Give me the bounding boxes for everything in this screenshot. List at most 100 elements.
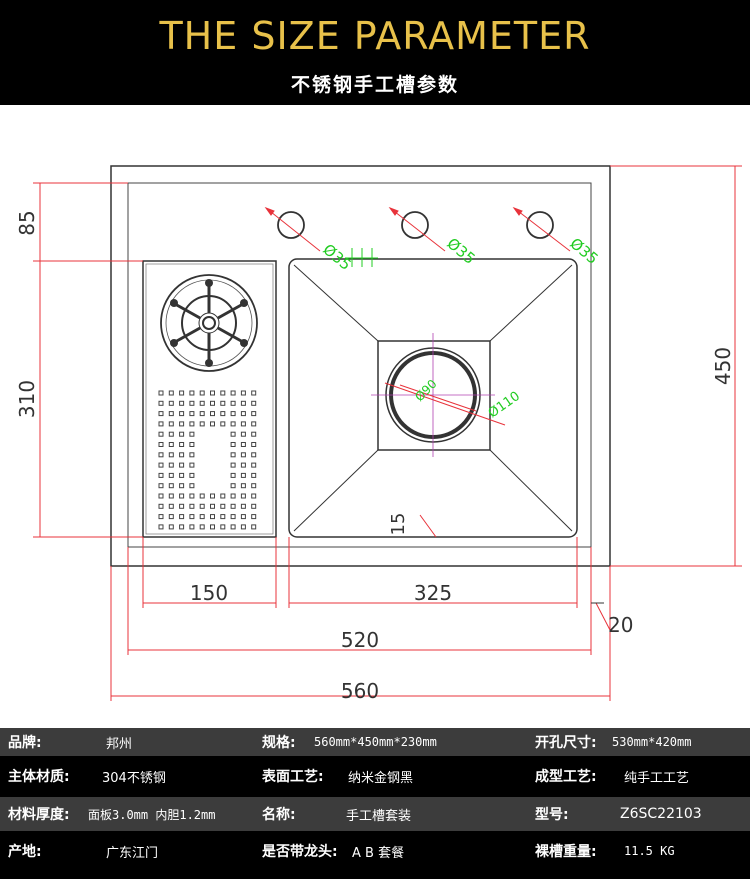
sink-diagram-svg: 85 310 450 150 325 20 520 560 15 Ø35 Ø35… (15, 165, 742, 703)
drain-grid (158, 390, 257, 530)
spec-row: 产地: 广东江门 是否带龙头: A B 套餐 裸槽重量: 11.5 KG (0, 834, 750, 868)
origin-label: 产地: (8, 844, 42, 860)
drain-slot (179, 390, 185, 396)
model-label: 型号: (535, 807, 569, 823)
drain-slot (179, 493, 185, 499)
drain-slot (220, 411, 226, 417)
drain-slot (189, 431, 195, 437)
drain-slot (168, 431, 174, 437)
drain-slot (220, 390, 226, 396)
drain-slot (199, 503, 205, 509)
drain-slot (240, 400, 246, 406)
drain-slot (240, 452, 246, 458)
forming-label: 成型工艺: (535, 769, 597, 785)
hole-2-callout: Ø35 (443, 234, 478, 268)
cutout-value: 530mm*420mm (612, 735, 692, 749)
drain-slot (240, 390, 246, 396)
drain-slot (251, 390, 257, 396)
weight-value: 11.5 KG (624, 844, 675, 858)
name-value: 手工槽套装 (346, 808, 412, 824)
drain-slot (230, 400, 236, 406)
drain-slot (158, 524, 164, 530)
page-title: THE SIZE PARAMETER (159, 14, 591, 58)
faucet-value: A B 套餐 (352, 845, 405, 861)
page-subtitle: 不锈钢手工槽参数 (290, 74, 459, 96)
drain-slot (230, 390, 236, 396)
drain-slot (179, 462, 185, 468)
drain-slot (251, 514, 257, 520)
drain-slot (189, 390, 195, 396)
drain-slot (179, 400, 185, 406)
drain-slot (199, 524, 205, 530)
origin-value: 广东江门 (106, 845, 159, 861)
spec-table: 品牌: 邦州 规格: 560mm*450mm*230mm 开孔尺寸: 530mm… (0, 728, 750, 879)
surface-value: 纳米金钢黑 (348, 770, 414, 786)
drain-slot (189, 400, 195, 406)
drain-slot (230, 524, 236, 530)
drain-slot (158, 452, 164, 458)
sink-inner-frame (127, 182, 592, 548)
weight-label: 裸槽重量: (535, 844, 597, 860)
drain-slot (210, 503, 215, 509)
drain-slot (251, 503, 257, 509)
drain-slot (179, 431, 185, 437)
dim-520-label: 520 (341, 628, 379, 652)
drain-square (377, 340, 491, 451)
drain-slot (189, 452, 195, 458)
drain-slot (210, 514, 215, 520)
drain-slot (179, 411, 185, 417)
dim-85-label: 85 (15, 210, 39, 235)
drain-slot (251, 442, 257, 447)
drain-slot (168, 400, 174, 406)
drain-slot (168, 421, 174, 427)
drain-slot (168, 483, 174, 489)
faucet-label: 是否带龙头: (262, 844, 338, 860)
hole-3-callout: Ø35 (566, 234, 601, 268)
drain-slot (251, 483, 257, 489)
drain-slot (240, 442, 246, 447)
size-label: 规格: (262, 735, 296, 751)
drain-slot (230, 442, 236, 447)
brand-label: 品牌: (8, 735, 42, 751)
drain-slot (240, 431, 246, 437)
drain-slot (210, 493, 215, 499)
left-compartment-inner (145, 263, 274, 535)
drain-slot (158, 462, 164, 468)
drain-slot (240, 411, 246, 417)
drain-slot (240, 462, 246, 468)
drain-slot (168, 524, 174, 530)
drain-slot (168, 514, 174, 520)
drain-slot (230, 483, 236, 489)
drain-slot (251, 524, 257, 530)
drain-slot (230, 452, 236, 458)
drain-slot (179, 421, 185, 427)
dim-150-label: 150 (190, 581, 228, 605)
drain-slot (168, 452, 174, 458)
dim-450-label: 450 (711, 347, 735, 385)
drain-slot (158, 390, 164, 396)
drain-slot (240, 514, 246, 520)
main-basin (288, 258, 578, 538)
drain-slot (179, 524, 185, 530)
left-compartment (142, 260, 277, 538)
dim-310-label: 310 (15, 380, 39, 418)
drain-slot (210, 421, 215, 427)
drain-slot (240, 421, 246, 427)
drain-slot (240, 483, 246, 489)
cutout-label: 开孔尺寸: (535, 735, 597, 751)
drain-slot (179, 472, 185, 478)
drain-slot (230, 421, 236, 427)
drain-slot (158, 400, 164, 406)
drain-slot (199, 390, 205, 396)
drain-slot (168, 390, 174, 396)
spec-row: 材料厚度: 面板3.0mm 内胆1.2mm 名称: 手工槽套装 型号: Z6SC… (0, 797, 750, 831)
dim-20-label: 20 (608, 613, 633, 637)
drain-slot (168, 462, 174, 468)
drain-slot (240, 503, 246, 509)
drain-slot (179, 514, 185, 520)
thickness-label: 材料厚度: (8, 807, 70, 823)
drain-slot (220, 400, 226, 406)
drain-slot (168, 411, 174, 417)
drain-slot (189, 514, 195, 520)
drain-slot (199, 514, 205, 520)
